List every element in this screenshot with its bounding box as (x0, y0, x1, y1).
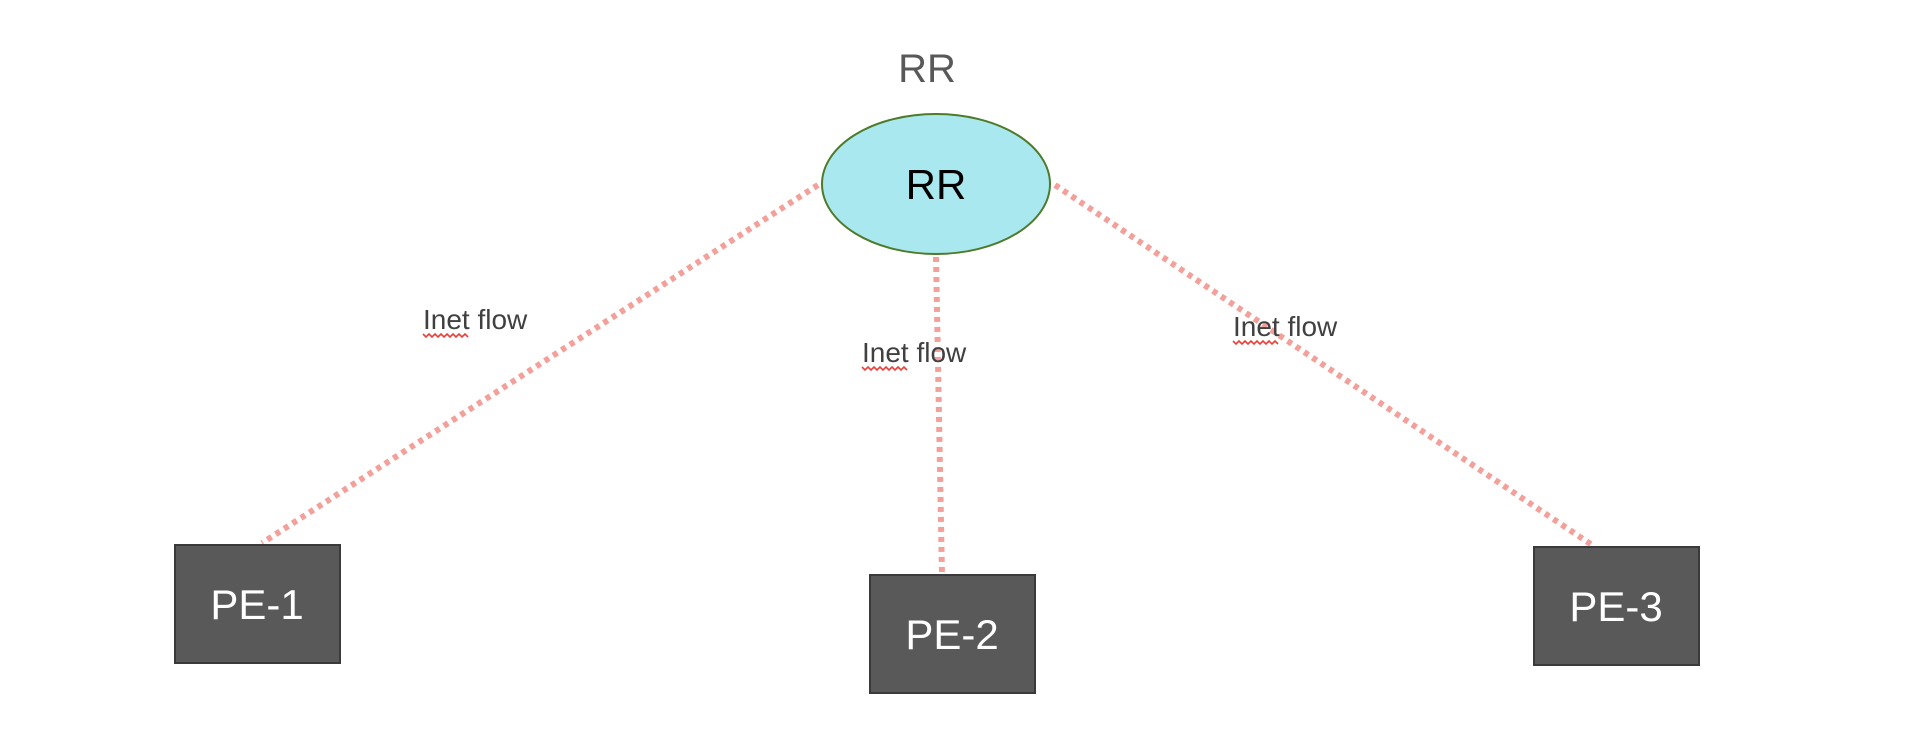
diagram-title: RR (898, 47, 956, 91)
edge-rr-pe1 (260, 182, 820, 546)
pe1-node[interactable] (174, 544, 341, 664)
spellcheck-underline (861, 365, 908, 372)
rr-node[interactable] (821, 113, 1051, 255)
pe3-node-label: PE-3 (1569, 583, 1662, 630)
pe2-node[interactable] (869, 574, 1036, 694)
edge-label-pe3: Inet flow (1233, 311, 1338, 342)
spellcheck-underline (1232, 339, 1279, 346)
edge-label-pe2: Inet flow (862, 337, 967, 368)
edge-rr-pe3 (1053, 182, 1594, 548)
rr-node-label: RR (906, 161, 967, 208)
edge-rr-pe2 (933, 256, 945, 577)
edge-label-pe1: Inet flow (423, 304, 528, 335)
pe2-node-label: PE-2 (905, 611, 998, 658)
spellcheck-underline (422, 332, 469, 339)
pe1-node-label: PE-1 (210, 581, 303, 628)
pe3-node[interactable] (1533, 546, 1700, 666)
